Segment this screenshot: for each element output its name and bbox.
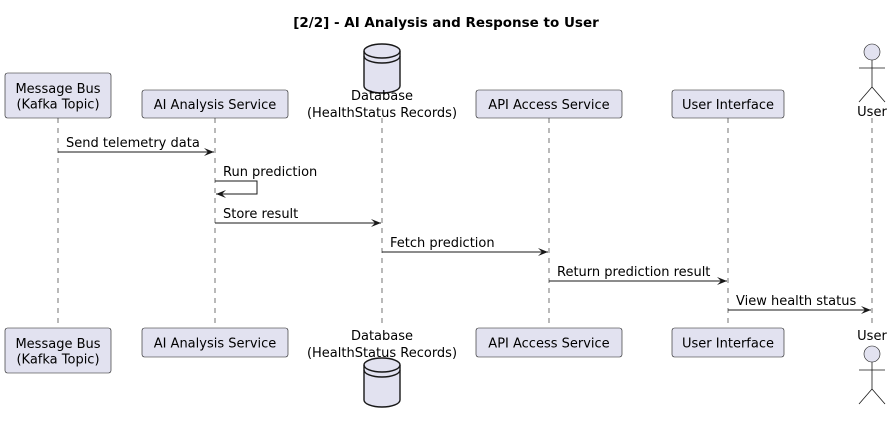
message-6: View health status bbox=[728, 294, 871, 314]
participant-box bbox=[475, 89, 623, 119]
participant-headers: Message Bus(Kafka Topic) AI Analysis Serv… bbox=[4, 43, 887, 121]
participant-label: Database bbox=[351, 89, 413, 104]
participant-label: User bbox=[857, 105, 887, 120]
participant-ui-foot: User Interface bbox=[671, 327, 785, 358]
participant-label: (HealthStatus Records) bbox=[307, 346, 457, 361]
database-icon bbox=[363, 43, 401, 94]
participant-label: User Interface bbox=[682, 98, 774, 113]
arrow-head bbox=[717, 277, 727, 285]
message-label: Return prediction result bbox=[557, 265, 710, 280]
participant-box bbox=[4, 72, 112, 119]
message-label: Run prediction bbox=[223, 165, 317, 180]
participant-box bbox=[4, 327, 112, 374]
message-5: Return prediction result bbox=[549, 265, 727, 285]
participant-api-head: API Access Service bbox=[475, 89, 623, 119]
participant-box bbox=[671, 327, 785, 358]
participant-user-head: User bbox=[857, 43, 887, 120]
participant-ai-head: AI Analysis Service bbox=[141, 89, 289, 119]
participant-ui-head: User Interface bbox=[671, 89, 785, 119]
database-icon bbox=[363, 357, 401, 408]
participant-user-foot: User bbox=[857, 329, 887, 405]
participant-db-foot: Database (HealthStatus Records) bbox=[307, 329, 457, 408]
message-line bbox=[215, 180, 258, 195]
message-3: Store result bbox=[215, 207, 381, 227]
diagram-title: [2/2] - AI Analysis and Response to User bbox=[293, 15, 599, 31]
message-label: View health status bbox=[736, 294, 856, 309]
participant-label: API Access Service bbox=[488, 98, 609, 113]
participant-label: Message Bus bbox=[15, 82, 100, 97]
participant-label: Database bbox=[351, 329, 413, 344]
lifelines bbox=[57, 118, 873, 328]
arrow-head bbox=[204, 148, 214, 156]
message-4: Fetch prediction bbox=[382, 236, 548, 256]
message-1: Send telemetry data bbox=[58, 136, 214, 156]
participant-ai-foot: AI Analysis Service bbox=[141, 327, 289, 358]
actor-head bbox=[863, 345, 881, 363]
participant-label: (HealthStatus Records) bbox=[307, 106, 457, 121]
message-2: Run prediction bbox=[215, 165, 317, 198]
arrow-head bbox=[371, 219, 381, 227]
participant-box bbox=[141, 327, 289, 358]
participant-api-foot: API Access Service bbox=[475, 327, 623, 358]
participant-box bbox=[671, 89, 785, 119]
participant-label: User Interface bbox=[682, 337, 774, 352]
participant-footers: Message Bus(Kafka Topic) AI Analysis Serv… bbox=[4, 327, 887, 408]
message-label: Fetch prediction bbox=[390, 236, 495, 251]
arrow-head bbox=[861, 306, 871, 314]
participant-bus-foot: Message Bus(Kafka Topic) bbox=[4, 327, 112, 374]
participant-label: API Access Service bbox=[488, 337, 609, 352]
message-label: Send telemetry data bbox=[66, 136, 200, 151]
participant-bus-head: Message Bus(Kafka Topic) bbox=[4, 72, 112, 119]
participant-label: AI Analysis Service bbox=[154, 98, 277, 113]
participant-db-head: Database (HealthStatus Records) bbox=[307, 43, 457, 121]
participant-label: AI Analysis Service bbox=[154, 337, 277, 352]
message-label: Store result bbox=[223, 207, 298, 222]
participant-label: (Kafka Topic) bbox=[16, 352, 99, 367]
actor-head bbox=[863, 43, 881, 61]
arrow-head bbox=[216, 190, 226, 198]
participant-label: Message Bus bbox=[15, 337, 100, 352]
participant-label: User bbox=[857, 329, 887, 344]
participant-label: (Kafka Topic) bbox=[16, 97, 99, 112]
arrow-head bbox=[538, 248, 548, 256]
participant-box bbox=[475, 327, 623, 358]
participant-box bbox=[141, 89, 289, 119]
